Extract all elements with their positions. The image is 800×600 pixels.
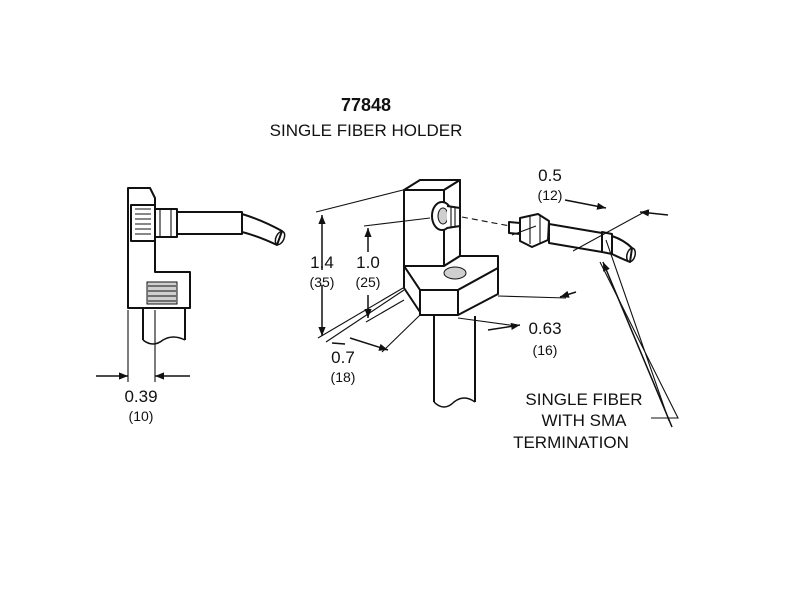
part-name: SINGLE FIBER HOLDER xyxy=(270,121,463,140)
side-view xyxy=(96,187,286,382)
dim-depth-in: 0.7 xyxy=(331,348,355,367)
dim-depth-mm: (18) xyxy=(331,369,356,385)
callout-line-3: TERMINATION xyxy=(513,433,629,452)
dim-height-total-in: 1.4 xyxy=(310,253,334,272)
dim-width-in: 0.63 xyxy=(528,319,561,338)
dim-side-thickness-mm: (10) xyxy=(129,408,154,424)
callout-line-1: SINGLE FIBER xyxy=(525,390,642,409)
dimension-lines xyxy=(315,189,679,428)
dim-height-inner-in: 1.0 xyxy=(356,253,380,272)
dim-side-thickness-in: 0.39 xyxy=(124,387,157,406)
dim-height-total-mm: (35) xyxy=(310,274,335,290)
isometric-holder xyxy=(403,179,499,408)
callout-line-2: WITH SMA xyxy=(542,411,628,430)
dim-height-inner-mm: (25) xyxy=(356,274,381,290)
dim-fiber-offset-mm: (12) xyxy=(538,187,563,203)
dim-width-mm: (16) xyxy=(533,342,558,358)
dim-fiber-offset-in: 0.5 xyxy=(538,166,562,185)
part-number: 77848 xyxy=(341,95,391,115)
sma-fiber xyxy=(461,213,637,263)
